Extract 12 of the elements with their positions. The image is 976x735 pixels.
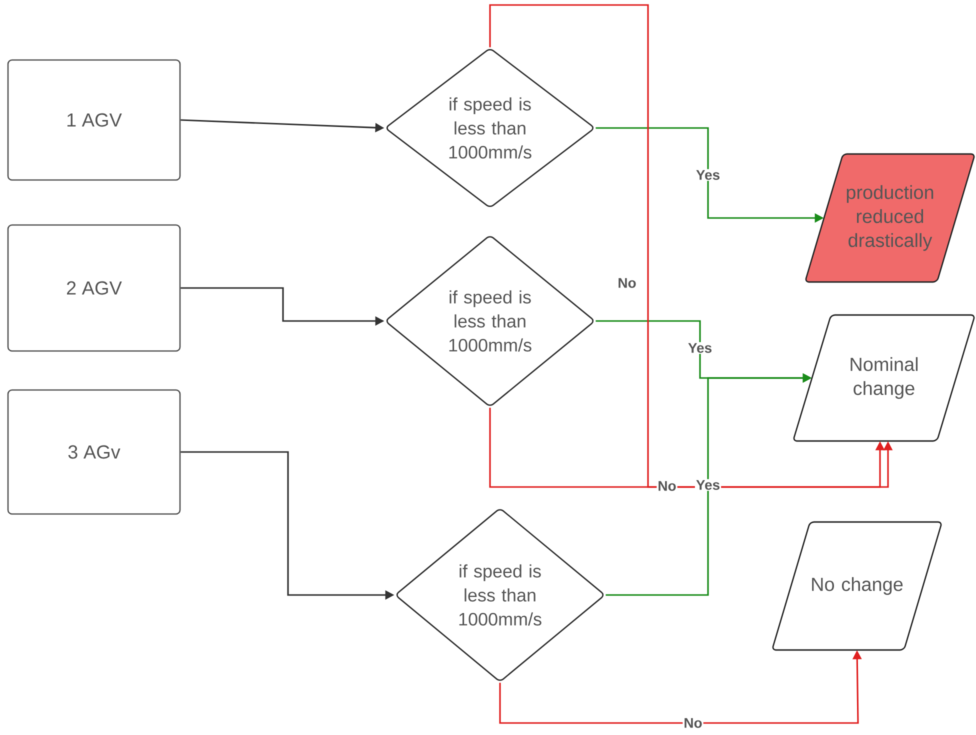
process-box: 1 AGV xyxy=(7,59,181,181)
process-box: 3 AGv xyxy=(7,389,181,515)
edge-label: No xyxy=(616,277,638,289)
edge-label: No xyxy=(682,717,704,729)
edge-label: Yes xyxy=(694,169,722,181)
edge-label: Yes xyxy=(686,342,714,354)
data-parallelogram: No change xyxy=(772,521,942,651)
edge-label: No xyxy=(656,480,678,492)
data-parallelogram: Nominal change xyxy=(793,314,975,442)
edge-label: Yes xyxy=(694,479,722,491)
data-parallelogram: production reduced drastically xyxy=(805,153,975,283)
process-box: 2 AGV xyxy=(7,224,181,352)
